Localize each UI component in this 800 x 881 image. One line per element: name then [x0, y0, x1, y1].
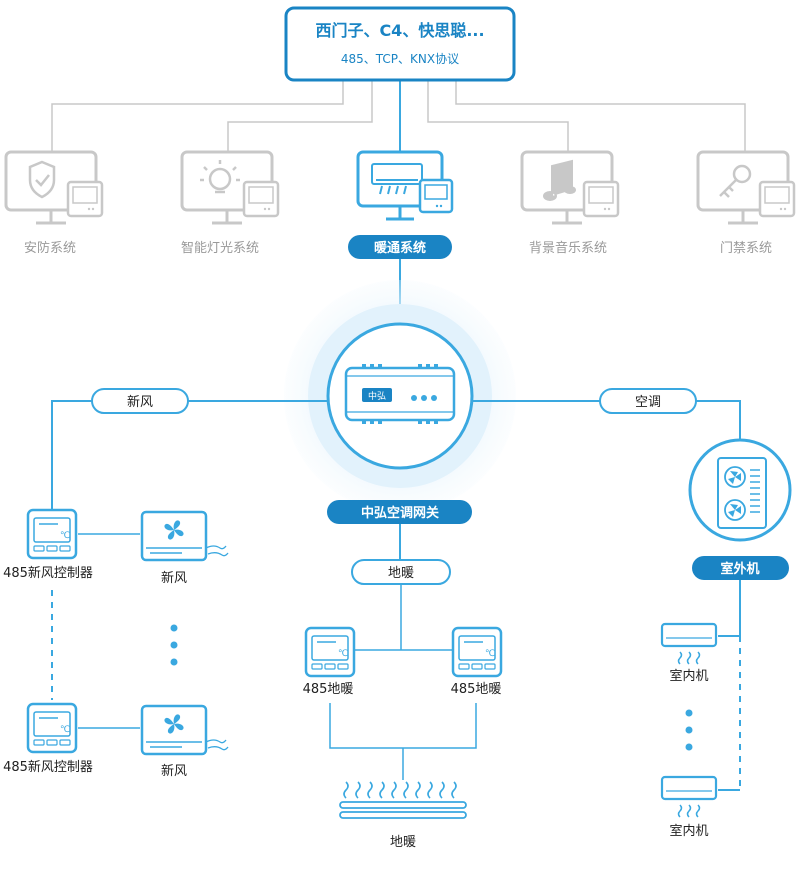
outdoor-unit-label-pill: 室外机 — [692, 556, 789, 580]
indoor-unit-label-2: 室内机 — [669, 823, 708, 839]
floor-heating-return — [329, 703, 477, 749]
floor-heater — [339, 781, 467, 819]
fresh-air-controller-1 — [26, 508, 78, 560]
floor-heating-controller-1 — [304, 626, 356, 678]
outdoor-unit-label: 室外机 — [720, 561, 759, 577]
gateway-label: 中弘空调网关 — [361, 505, 439, 521]
branch-aircon-label: 空调 — [635, 395, 661, 410]
fresh-air-unit-1 — [140, 510, 230, 562]
gateway-label-pill: 中弘空调网关 — [327, 500, 472, 524]
system-label-hvac-pill: 暖通系统 — [348, 235, 452, 259]
hvac-system — [356, 150, 454, 221]
floor-heating-controller-label-2: 485地暖 — [451, 682, 502, 697]
security-system — [4, 150, 104, 225]
hvac-icon — [371, 163, 423, 195]
branch-fresh-air: 新风 — [91, 388, 189, 414]
lighting-system — [180, 150, 280, 225]
protocol-title: 西门子、C4、快思聪... — [315, 21, 484, 40]
system-label-lighting: 智能灯光系统 — [181, 241, 259, 256]
floor-heater-label: 地暖 — [390, 835, 416, 850]
fresh-air-unit-label-2: 新风 — [161, 763, 187, 779]
fresh-air-ellipsis — [170, 624, 178, 666]
music-icon — [542, 159, 576, 201]
indoor-unit-label-1: 室内机 — [669, 668, 708, 684]
floor-heating-controller-2 — [451, 626, 503, 678]
fresh-air-unit-2 — [140, 704, 230, 756]
branch-floor-heating-label: 地暖 — [388, 566, 414, 581]
shield-icon — [28, 160, 56, 199]
branch-aircon: 空调 — [599, 388, 697, 414]
fresh-air-controller-2 — [26, 702, 78, 754]
key-icon — [719, 164, 752, 198]
floor-heating-controller-label-1: 485地暖 — [303, 682, 354, 697]
system-label-hvac: 暖通系统 — [374, 240, 426, 256]
branch-fresh-air-label: 新风 — [127, 394, 153, 410]
protocol-box: 西门子、C4、快思聪... 485、TCP、KNX协议 — [284, 6, 516, 82]
system-label-security: 安防系统 — [24, 240, 76, 256]
aircon-link-1 — [718, 580, 741, 637]
bulb-icon — [200, 160, 240, 194]
fresh-air-unit-label-1: 新风 — [161, 570, 187, 586]
indoor-unit-1 — [660, 622, 718, 666]
outdoor-unit — [688, 438, 792, 542]
indoor-ellipsis — [685, 709, 693, 751]
fresh-air-controller-label-2: 485新风控制器 — [3, 759, 93, 775]
gateway-device: 中弘 — [326, 322, 474, 470]
branch-floor-heating: 地暖 — [351, 559, 451, 585]
system-label-access: 门禁系统 — [720, 241, 772, 256]
music-system — [520, 150, 620, 225]
gateway-logo: 中弘 — [368, 390, 386, 402]
indoor-unit-2 — [660, 775, 718, 819]
branch-lines — [51, 400, 741, 560]
top-connectors — [51, 80, 746, 152]
protocol-subtitle: 485、TCP、KNX协议 — [341, 51, 459, 66]
access-system — [696, 150, 796, 225]
fresh-air-controller-label-1: 485新风控制器 — [3, 565, 93, 581]
system-label-music: 背景音乐系统 — [529, 240, 607, 256]
